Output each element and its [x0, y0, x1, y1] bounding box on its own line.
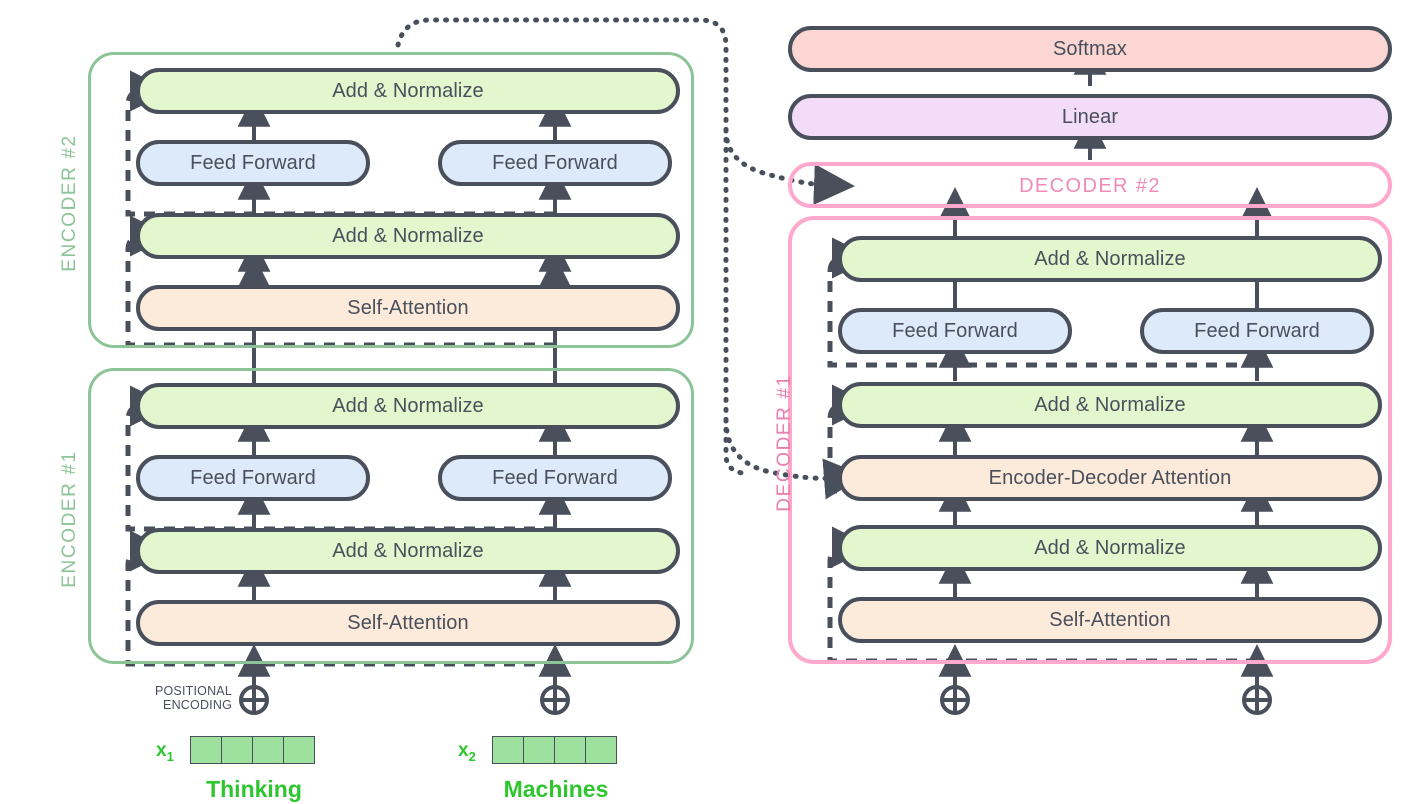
encoder2-feed-forward-left[interactable]: Feed Forward — [136, 140, 370, 186]
decoder1-add-normalize-bottom[interactable]: Add & Normalize — [838, 525, 1382, 571]
token-2-index: 2 — [468, 748, 476, 764]
positional-encoding-line1: POSITIONAL — [154, 684, 232, 698]
embedding-cell — [585, 736, 617, 764]
block-label: Feed Forward — [892, 319, 1018, 342]
embedding-cell — [492, 736, 524, 764]
encoder2-self-attention[interactable]: Self-Attention — [136, 285, 680, 331]
decoder1-feed-forward-right[interactable]: Feed Forward — [1140, 308, 1374, 354]
block-label: Add & Normalize — [332, 224, 484, 247]
block-label: Self-Attention — [347, 296, 469, 319]
block-label: Add & Normalize — [1034, 536, 1186, 559]
decoder-1-label: DECODER #1 — [774, 374, 795, 512]
plus-circle-icon-enc-1 — [239, 685, 269, 715]
block-label: Feed Forward — [492, 151, 618, 174]
decoder1-add-normalize-top[interactable]: Add & Normalize — [838, 236, 1382, 282]
embedding-cell — [221, 736, 253, 764]
token-1-embedding — [190, 736, 315, 764]
block-label: Add & Normalize — [332, 79, 484, 102]
embedding-cell — [523, 736, 555, 764]
decoder1-add-normalize-middle[interactable]: Add & Normalize — [838, 382, 1382, 428]
decoder1-self-attention[interactable]: Self-Attention — [838, 597, 1382, 643]
block-label: Softmax — [1052, 37, 1128, 60]
positional-encoding-line2: ENCODING — [163, 698, 232, 712]
token-1-x: x — [156, 740, 167, 761]
token-2-x-label: x2 — [458, 740, 476, 764]
block-label: Self-Attention — [1049, 608, 1171, 631]
decoder-2-label: DECODER #2 — [1019, 175, 1161, 197]
encoder2-add-normalize-bottom[interactable]: Add & Normalize — [136, 213, 680, 259]
encoder2-feed-forward-right[interactable]: Feed Forward — [438, 140, 672, 186]
encoder1-add-normalize-top[interactable]: Add & Normalize — [136, 383, 680, 429]
block-label: Add & Normalize — [1034, 247, 1186, 270]
block-label: Feed Forward — [492, 466, 618, 489]
block-label: Add & Normalize — [1034, 393, 1186, 416]
token-2-embedding — [492, 736, 617, 764]
encoder1-add-normalize-bottom[interactable]: Add & Normalize — [136, 528, 680, 574]
block-label: Linear — [1061, 105, 1119, 128]
positional-encoding-label: POSITIONAL ENCODING — [128, 684, 232, 712]
token-2-word: Machines — [503, 776, 609, 802]
encoder1-self-attention[interactable]: Self-Attention — [136, 600, 680, 646]
plus-circle-icon-dec-2 — [1242, 685, 1272, 715]
encoder-1-label: ENCODER #1 — [59, 450, 80, 588]
embedding-cell — [283, 736, 315, 764]
linear-block[interactable]: Linear — [788, 94, 1392, 140]
decoder1-feed-forward-left[interactable]: Feed Forward — [838, 308, 1072, 354]
block-label: Add & Normalize — [332, 394, 484, 417]
token-1-word: Thinking — [206, 776, 302, 802]
block-label: Self-Attention — [347, 611, 469, 634]
block-label: Encoder-Decoder Attention — [988, 466, 1232, 489]
token-2-x: x — [458, 740, 469, 761]
block-label: Feed Forward — [190, 151, 316, 174]
block-label: Add & Normalize — [332, 539, 484, 562]
embedding-cell — [252, 736, 284, 764]
token-1-x-label: x1 — [156, 740, 174, 764]
embedding-cell — [190, 736, 222, 764]
encoder-2-label: ENCODER #2 — [59, 134, 80, 272]
block-label: Feed Forward — [1194, 319, 1320, 342]
decoder1-encoder-decoder-attention[interactable]: Encoder-Decoder Attention — [838, 455, 1382, 501]
encoder2-add-normalize-top[interactable]: Add & Normalize — [136, 68, 680, 114]
token-1-index: 1 — [166, 748, 174, 764]
encoder1-feed-forward-left[interactable]: Feed Forward — [136, 455, 370, 501]
plus-circle-icon-enc-2 — [540, 685, 570, 715]
embedding-cell — [554, 736, 586, 764]
plus-circle-icon-dec-1 — [940, 685, 970, 715]
block-label: Feed Forward — [190, 466, 316, 489]
encoder1-feed-forward-right[interactable]: Feed Forward — [438, 455, 672, 501]
softmax-block[interactable]: Softmax — [788, 26, 1392, 72]
